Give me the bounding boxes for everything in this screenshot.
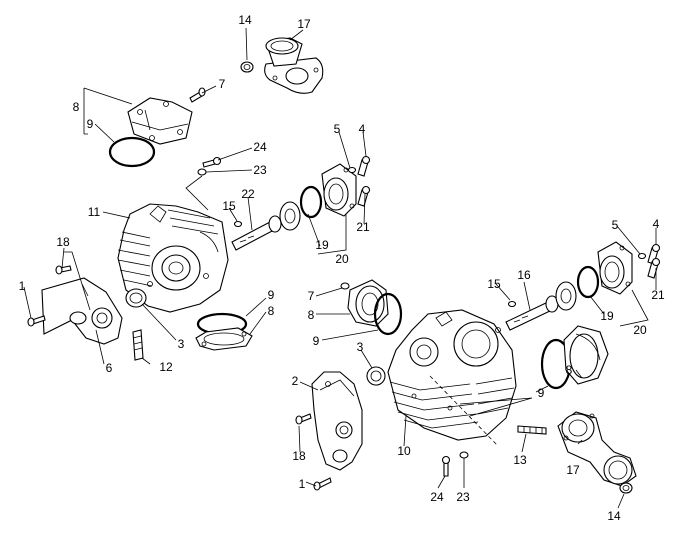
stud-guide-line xyxy=(429,375,499,447)
part-bolt-24-lower xyxy=(441,455,451,477)
part-washer-15-lower xyxy=(507,300,517,308)
callout-2: 2 xyxy=(291,374,299,388)
callout-5-lower: 5 xyxy=(611,218,619,232)
part-bolt-7-mid xyxy=(340,282,350,290)
callout-22: 22 xyxy=(241,187,255,201)
part-stud-front xyxy=(517,425,547,435)
callout-10: 10 xyxy=(397,444,411,458)
part-oil-seal-front xyxy=(366,366,386,386)
part-bolt-1-front xyxy=(313,477,332,491)
part-bolt-1-rear xyxy=(27,315,46,327)
callout-20-upper: 20 xyxy=(335,252,349,266)
callout-18-front: 18 xyxy=(292,449,306,463)
callout-1-front: 1 xyxy=(298,477,306,491)
part-shaft-22 xyxy=(231,201,301,251)
part-shaft-16 xyxy=(505,281,577,331)
part-washer-23-lower xyxy=(459,451,469,459)
callout-12: 12 xyxy=(159,360,173,374)
part-bolt-21-lower xyxy=(647,257,661,279)
callout-21-upper: 21 xyxy=(356,220,370,234)
part-oring-19-lower xyxy=(576,265,600,299)
part-bolt-21-upper xyxy=(357,185,371,207)
callout-3-front: 3 xyxy=(356,340,364,354)
callout-9-mid: 9 xyxy=(312,334,320,348)
callout-7-top: 7 xyxy=(218,77,226,91)
callout-8-mid: 8 xyxy=(307,308,315,322)
part-intake-manifold-lower xyxy=(557,411,637,487)
part-washer-15-upper xyxy=(233,220,243,228)
callout-14-top: 14 xyxy=(238,13,252,27)
leader-lines xyxy=(23,27,657,509)
callout-8-mid-left: 8 xyxy=(267,304,275,318)
part-nut-lower xyxy=(619,482,633,494)
part-bolt-7-top xyxy=(189,87,206,103)
part-intake-manifold-top xyxy=(264,37,324,94)
callout-11: 11 xyxy=(87,205,101,219)
part-oring-9-mid xyxy=(373,292,403,336)
callout-15-upper: 15 xyxy=(222,199,236,213)
callout-23-lower: 23 xyxy=(456,490,470,504)
part-cap-20-upper xyxy=(321,163,357,217)
callout-16: 16 xyxy=(517,268,531,282)
part-chain-cover xyxy=(311,371,363,471)
part-cover-8-mid xyxy=(347,279,389,327)
callout-15-lower: 15 xyxy=(487,277,501,291)
callout-19-upper: 19 xyxy=(315,238,329,252)
part-gasket-mid-left xyxy=(195,327,253,351)
callout-8-lower-right: 8 xyxy=(565,363,573,377)
callout-5-upper: 5 xyxy=(333,122,341,136)
part-oring-19-upper xyxy=(299,185,323,219)
callout-24-upper: 24 xyxy=(253,140,267,154)
part-bolt-18-rear xyxy=(55,265,72,275)
part-nut-top xyxy=(240,61,254,73)
part-bracket-rear xyxy=(41,277,123,345)
callout-17-lower: 17 xyxy=(566,463,580,477)
callout-3-rear: 3 xyxy=(177,337,185,351)
part-stud-rear xyxy=(132,329,144,361)
callout-18-rear: 18 xyxy=(56,235,70,249)
callout-20-lower: 20 xyxy=(633,323,647,337)
part-oring-top xyxy=(108,136,156,168)
callout-13: 13 xyxy=(513,453,527,467)
part-bolt-18-front xyxy=(295,413,312,425)
part-cylinder-head-front xyxy=(387,309,517,441)
callout-4-lower: 4 xyxy=(652,217,660,231)
part-oil-seal-rear xyxy=(125,288,147,308)
part-cylinder-head-rear xyxy=(117,203,229,313)
part-cap-20-lower xyxy=(597,241,633,295)
callout-17-top: 17 xyxy=(297,17,311,31)
callout-21-lower: 21 xyxy=(651,288,665,302)
callout-6: 6 xyxy=(105,361,113,375)
part-bolt-24-upper xyxy=(202,156,222,168)
callout-19-lower: 19 xyxy=(600,309,614,323)
part-bolt-5-lower xyxy=(637,252,647,260)
callout-9-top: 9 xyxy=(86,117,94,131)
callout-24-lower: 24 xyxy=(430,490,444,504)
part-valve-cover-top xyxy=(127,97,193,145)
part-cover-8-lower-right xyxy=(563,325,609,385)
callout-23-upper: 23 xyxy=(253,163,267,177)
part-washer-23-upper xyxy=(197,168,207,176)
callout-1-rear: 1 xyxy=(18,279,26,293)
callout-9-lower-right: 9 xyxy=(537,386,545,400)
callout-14-lower: 14 xyxy=(607,509,621,523)
part-bolt-4-upper xyxy=(357,155,371,177)
callout-7-mid: 7 xyxy=(307,289,315,303)
callout-9-mid-left: 9 xyxy=(267,288,275,302)
callout-8-top: 8 xyxy=(72,100,80,114)
part-bolt-5-upper xyxy=(347,166,357,174)
callout-4-upper: 4 xyxy=(358,122,366,136)
